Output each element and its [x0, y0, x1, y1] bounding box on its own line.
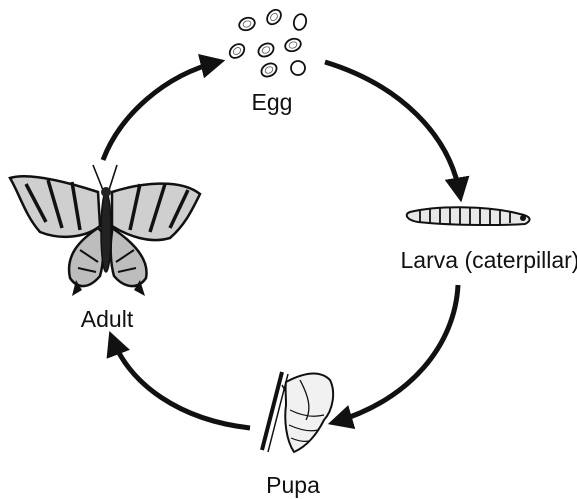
- butterfly-icon: [10, 165, 200, 296]
- arrow-larva-to-pupa: [335, 285, 458, 422]
- arrow-egg-to-larva: [325, 62, 460, 195]
- stage-label-adult: Adult: [81, 306, 134, 332]
- stage-label-pupa: Pupa: [266, 472, 320, 498]
- chrysalis-icon: [262, 372, 333, 452]
- arrow-adult-to-egg: [103, 62, 218, 160]
- stage-label-larva: Larva (caterpillar): [401, 247, 577, 273]
- arrow-pupa-to-adult: [112, 338, 250, 428]
- eggs-icon: [227, 7, 308, 79]
- stage-label-egg: Egg: [252, 89, 293, 115]
- caterpillar-icon: [407, 207, 530, 225]
